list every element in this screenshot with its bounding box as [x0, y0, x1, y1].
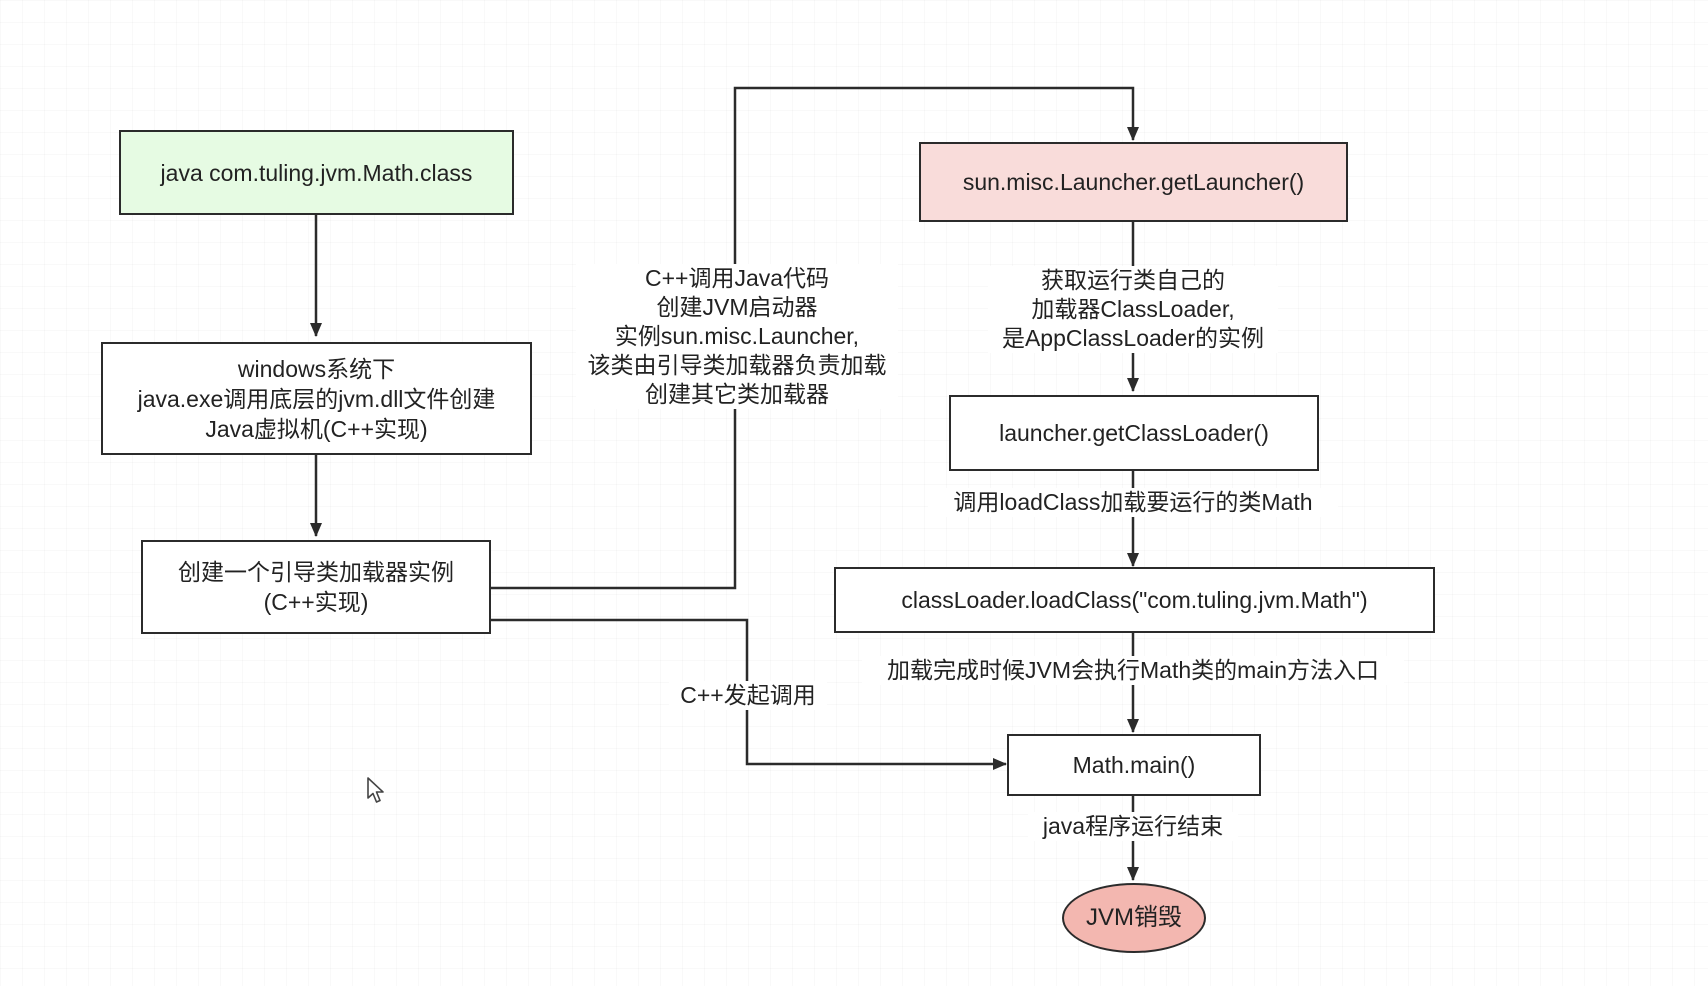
- label-call-load-class: 调用loadClass加载要运行的类Math: [928, 488, 1338, 517]
- edge-bootstrap-to-launcher: [491, 86, 1139, 590]
- get-class-loader-node: launcher.getClassLoader(): [949, 395, 1319, 471]
- jvm-destroy-node: JVM销毁: [1062, 883, 1206, 953]
- label-load-complete: 加载完成时候JVM会执行Math类的main方法入口: [862, 656, 1404, 685]
- label-cpp-invoke: C++发起调用: [669, 681, 827, 710]
- label-cpp-call-java: C++调用Java代码 创建JVM启动器 实例sun.misc.Launcher…: [576, 264, 898, 409]
- launcher-get-launcher-node: sun.misc.Launcher.getLauncher(): [919, 142, 1348, 222]
- bootstrap-classloader-node: 创建一个引导类加载器实例 (C++实现): [141, 540, 491, 634]
- label-get-loader: 获取运行类自己的 加载器ClassLoader, 是AppClassLoader…: [988, 266, 1278, 353]
- mouse-pointer-icon: [367, 777, 384, 803]
- label-program-end: java程序运行结束: [1028, 812, 1238, 841]
- math-main-node: Math.main(): [1007, 734, 1261, 796]
- start-node-java-command: java com.tuling.jvm.Math.class: [119, 130, 514, 215]
- windows-create-jvm-node: windows系统下 java.exe调用底层的jvm.dll文件创建 Java…: [101, 342, 532, 455]
- load-class-node: classLoader.loadClass("com.tuling.jvm.Ma…: [834, 567, 1435, 633]
